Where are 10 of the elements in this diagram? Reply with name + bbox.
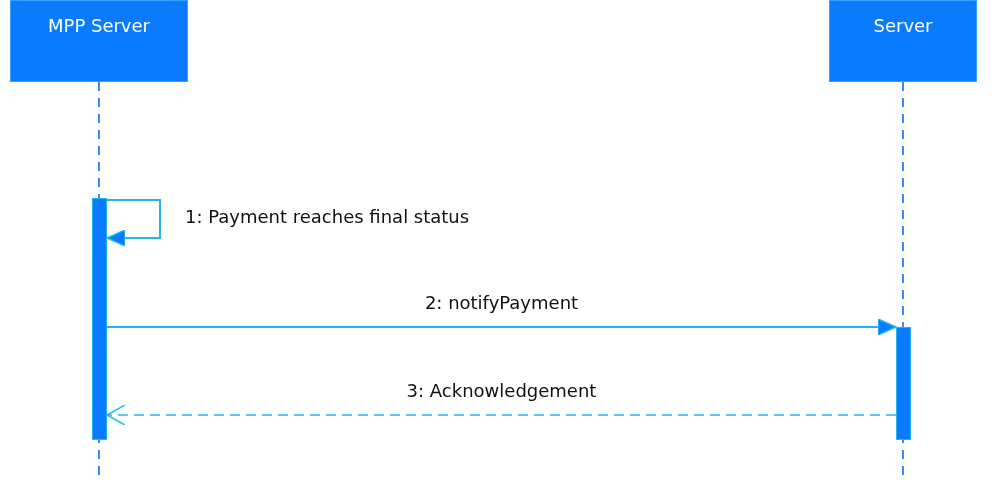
message-arrow: [106, 318, 897, 336]
participant-box: Server: [829, 0, 977, 82]
activation-bar: [92, 198, 107, 440]
edge-label: 3: Acknowledgement: [406, 380, 597, 401]
edge-label: 2: notifyPayment: [424, 292, 579, 313]
edge-label: 1: Payment reaches final status: [185, 206, 470, 227]
message-arrow: [106, 404, 897, 426]
participant-box: MPP Server: [10, 0, 188, 82]
message-arrow: [106, 199, 161, 247]
activation-bar: [896, 327, 911, 440]
